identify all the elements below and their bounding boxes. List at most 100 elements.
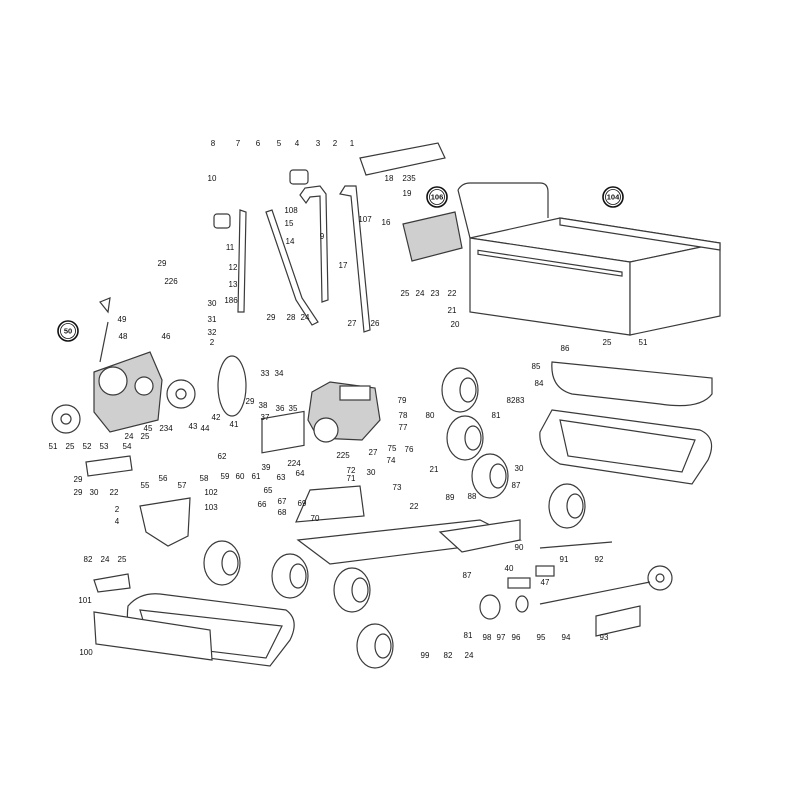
part-callout: 93 — [600, 633, 609, 642]
part-callout: 59 — [221, 472, 230, 481]
assembly-callout-circle — [602, 186, 624, 208]
part-callout: 25 — [603, 338, 612, 347]
part-callout: 21 — [430, 465, 439, 474]
part-callout: 72 — [347, 466, 356, 475]
part-callout: 4 — [115, 517, 120, 526]
part-callout: 67 — [278, 497, 287, 506]
part-callout: 66 — [258, 500, 267, 509]
left-track — [93, 593, 295, 667]
part-callout: 32 — [208, 328, 217, 337]
part-callout: 82 — [444, 651, 453, 660]
part-callout: 20 — [451, 320, 460, 329]
part-callout: 31 — [208, 315, 217, 324]
part-callout: 39 — [262, 463, 271, 472]
wheels — [203, 367, 586, 669]
part-callout: 2 — [333, 139, 338, 148]
part-callout: 51 — [639, 338, 648, 347]
part-callout: 95 — [537, 633, 546, 642]
part-callout: 46 — [162, 332, 171, 341]
part-callout: 86 — [561, 344, 570, 353]
part-callout: 3 — [316, 139, 321, 148]
part-callout: 12 — [229, 263, 238, 272]
part-callout: 78 — [399, 411, 408, 420]
part-callout: 35 — [289, 404, 298, 413]
part-callout: 28 — [287, 313, 296, 322]
part-callout: 85 — [532, 362, 541, 371]
part-callout: 6 — [256, 139, 261, 148]
part-callout: 41 — [230, 420, 239, 429]
part-callout: 9 — [320, 232, 325, 241]
part-callout: 71 — [347, 474, 356, 483]
assembly-callout: 106 — [431, 193, 444, 202]
part-callout: 29 — [74, 475, 83, 484]
part-callout: 52 — [83, 442, 92, 451]
part-callout: 25 — [141, 432, 150, 441]
assembly-callout-ring — [605, 189, 621, 205]
part-callout: 91 — [560, 555, 569, 564]
part-callout: 37 — [261, 413, 270, 422]
part-callout: 48 — [119, 332, 128, 341]
part-callout: 29 — [267, 313, 276, 322]
part-callout: 90 — [515, 543, 524, 552]
part-callout: 22 — [448, 289, 457, 298]
part-callout: 101 — [78, 596, 92, 605]
part-callout: 21 — [448, 306, 457, 315]
part-callout: 22 — [410, 502, 419, 511]
part-callout: 56 — [159, 474, 168, 483]
part-callout: 17 — [339, 261, 348, 270]
part-callout: 22 — [110, 488, 119, 497]
part-callout: 10 — [208, 174, 217, 183]
part-callout: 70 — [311, 514, 320, 523]
part-callout: 43 — [189, 422, 198, 431]
part-callout: 100 — [79, 648, 93, 657]
part-callout: 38 — [259, 401, 268, 410]
part-callout: 44 — [201, 424, 210, 433]
part-callout: 80 — [426, 411, 435, 420]
cargo-box — [457, 182, 721, 336]
part-callout: 13 — [229, 280, 238, 289]
part-callout: 25 — [118, 555, 127, 564]
part-callout: 27 — [369, 448, 378, 457]
part-callout: 24 — [416, 289, 425, 298]
part-callout: 74 — [387, 456, 396, 465]
part-callout: 29 — [246, 397, 255, 406]
part-callout: 94 — [562, 633, 571, 642]
part-callout: 33 — [261, 369, 270, 378]
part-callout: 77 — [399, 423, 408, 432]
sprockets — [51, 379, 673, 591]
part-callout: 186 — [224, 296, 238, 305]
part-callout: 83 — [516, 396, 525, 405]
part-callout: 234 — [159, 424, 173, 433]
part-callout: 1 — [350, 139, 355, 148]
part-callout: 4 — [295, 139, 300, 148]
part-callout: 60 — [236, 472, 245, 481]
part-callout: 24 — [125, 432, 134, 441]
part-callout: 49 — [118, 315, 127, 324]
part-callout: 2 — [115, 505, 120, 514]
part-callout: 54 — [123, 442, 132, 451]
part-callout: 40 — [505, 564, 514, 573]
part-callout: 64 — [296, 469, 305, 478]
part-callout: 8 — [211, 139, 216, 148]
part-callout: 87 — [512, 481, 521, 490]
part-callout: 29 — [74, 488, 83, 497]
part-callout: 18 — [385, 174, 394, 183]
part-callout: 36 — [276, 404, 285, 413]
part-callout: 29 — [158, 259, 167, 268]
part-callout: 57 — [178, 481, 187, 490]
part-callout: 89 — [446, 493, 455, 502]
part-callout: 30 — [208, 299, 217, 308]
part-callout: 82 — [507, 396, 516, 405]
part-callout: 30 — [90, 488, 99, 497]
part-callout: 99 — [421, 651, 430, 660]
part-callout: 103 — [204, 503, 218, 512]
part-callout: 68 — [278, 508, 287, 517]
part-callout: 82 — [84, 555, 93, 564]
part-callout: 65 — [264, 486, 273, 495]
handlebar-assembly — [213, 142, 463, 333]
part-callout: 75 — [388, 444, 397, 453]
part-callout: 98 — [483, 633, 492, 642]
part-callout: 30 — [367, 468, 376, 477]
part-callout: 34 — [275, 369, 284, 378]
